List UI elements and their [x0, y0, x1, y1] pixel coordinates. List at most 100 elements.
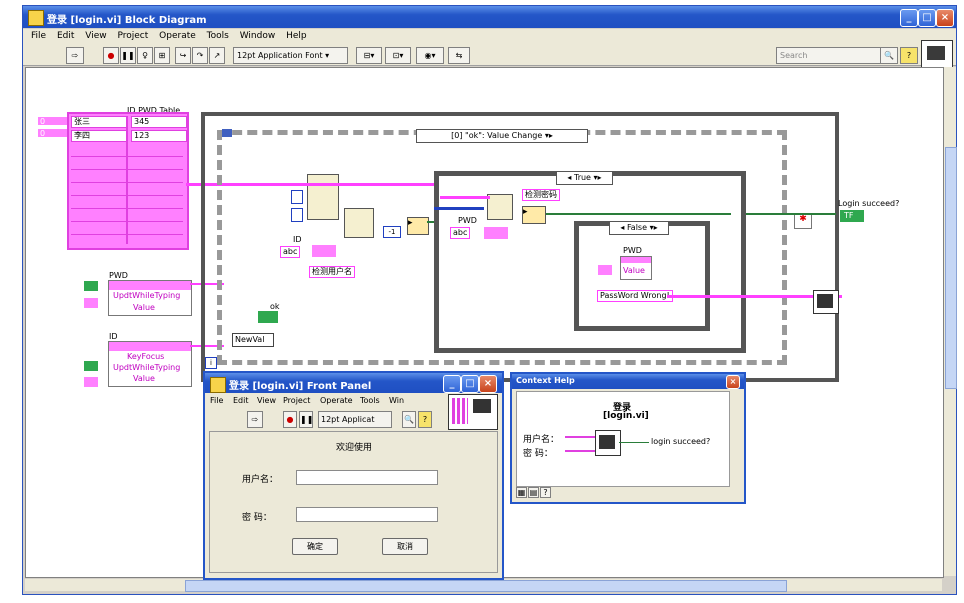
menu-view[interactable]: View: [85, 31, 107, 41]
fp-maximize-button[interactable]: □: [461, 375, 479, 393]
pwd-control-label: PWD: [109, 271, 128, 280]
stop-icon[interactable]: ✱: [794, 213, 812, 229]
fp-menu-bar: File Edit View Project Operate Tools Win: [205, 394, 445, 408]
vi-icon[interactable]: [921, 40, 953, 68]
abort-icon[interactable]: ●: [103, 47, 119, 64]
context-help-titlebar[interactable]: Context Help ×: [512, 374, 744, 389]
fp-menu-edit[interactable]: Edit: [233, 396, 249, 405]
ok-terminal[interactable]: [258, 311, 278, 323]
table-cell-id[interactable]: 李四: [71, 130, 127, 142]
minimize-button[interactable]: _: [900, 9, 918, 27]
menu-window[interactable]: Window: [239, 31, 276, 41]
login-succeed-terminal[interactable]: TF: [840, 210, 864, 222]
fp-menu-tools[interactable]: Tools: [360, 396, 380, 405]
menu-help[interactable]: Help: [286, 31, 307, 41]
false-case-selector[interactable]: ◂ False ▾▸: [609, 221, 669, 235]
fp-menu-view[interactable]: View: [257, 396, 276, 405]
search-array-node[interactable]: [344, 208, 374, 238]
id-local-variable[interactable]: abc: [280, 246, 301, 258]
fp-search-icon[interactable]: 🔍: [402, 411, 416, 428]
vertical-scroll-thumb[interactable]: [945, 147, 957, 389]
dialog-icon[interactable]: [813, 290, 839, 314]
index-constant-1[interactable]: [291, 208, 303, 222]
menu-file[interactable]: File: [31, 31, 47, 41]
ok-button[interactable]: 确定: [292, 538, 338, 555]
equal-compare-node[interactable]: ▸: [522, 206, 546, 224]
fp-run-arrow-icon[interactable]: ⇨: [247, 411, 263, 428]
fp-font-select[interactable]: 12pt Applicat: [318, 411, 392, 428]
horizontal-scroll-thumb[interactable]: [185, 580, 787, 592]
index-array-node-2[interactable]: [487, 194, 513, 220]
password-wrong-string[interactable]: PassWord Wrong!: [597, 290, 673, 302]
newval-node[interactable]: NewVal: [232, 333, 274, 347]
search-icon[interactable]: 🔍: [880, 47, 898, 64]
menu-project[interactable]: Project: [117, 31, 149, 41]
fp-abort-icon[interactable]: ●: [283, 411, 297, 428]
run-arrow-icon[interactable]: ⇨: [66, 47, 84, 64]
highlight-execution-icon[interactable]: ♀: [137, 47, 153, 64]
pwd-string-constant[interactable]: [598, 265, 612, 275]
vertical-scrollbar[interactable]: [944, 67, 957, 576]
fp-pause-icon[interactable]: ❚❚: [299, 411, 313, 428]
retain-wire-values-icon[interactable]: ⊞: [154, 47, 170, 64]
id-property-node[interactable]: KeyFocus UpdtWhileTyping Value: [108, 341, 192, 387]
menu-edit[interactable]: Edit: [56, 31, 75, 41]
reorder-icon[interactable]: ◉▾: [416, 47, 444, 64]
help-question-icon[interactable]: ?: [540, 487, 551, 498]
maximize-button[interactable]: □: [918, 9, 936, 27]
step-out-icon[interactable]: ↗: [209, 47, 225, 64]
table-cell-id[interactable]: 张三: [71, 116, 127, 128]
pwd-value-node[interactable]: [484, 227, 508, 239]
font-select[interactable]: 12pt Application Font ▾: [233, 47, 348, 64]
fp-minimize-button[interactable]: _: [443, 375, 461, 393]
help-output-label: login succeed?: [651, 437, 711, 446]
password-field[interactable]: [296, 507, 438, 522]
index-constant-0[interactable]: [291, 190, 303, 204]
context-help-close-button[interactable]: ×: [726, 375, 740, 389]
align-objects-icon[interactable]: ⊟▾: [356, 47, 382, 64]
window-titlebar[interactable]: 登录 [login.vi] Block Diagram _ □ ×: [23, 6, 956, 28]
id-value-node[interactable]: [312, 245, 336, 257]
help-icon[interactable]: ?: [900, 47, 918, 64]
fp-help-icon[interactable]: ?: [418, 411, 432, 428]
step-into-icon[interactable]: ↪: [175, 47, 191, 64]
fp-close-button[interactable]: ×: [479, 375, 497, 393]
id-pwd-table[interactable]: 张三 345 李四 123: [67, 112, 189, 250]
menu-operate[interactable]: Operate: [159, 31, 196, 41]
fp-menu-project[interactable]: Project: [283, 396, 311, 405]
pwd-property-node[interactable]: UpdtWhileTyping Value: [108, 280, 192, 316]
fp-menu-window[interactable]: Win: [389, 396, 405, 405]
detailed-help-icon[interactable]: ▦: [516, 487, 527, 498]
pwd-value-property[interactable]: Value: [620, 256, 652, 280]
username-field[interactable]: [296, 470, 438, 485]
context-help-scrollbar[interactable]: [730, 391, 740, 485]
close-button[interactable]: ×: [936, 9, 954, 27]
compare-node[interactable]: ▸: [407, 217, 429, 235]
horizontal-scrollbar[interactable]: [25, 579, 942, 592]
index-array-node[interactable]: [307, 174, 339, 220]
pwd-local-variable[interactable]: abc: [450, 227, 471, 239]
menu-tools[interactable]: Tools: [206, 31, 229, 41]
distribute-objects-icon[interactable]: ⊡▾: [385, 47, 411, 64]
front-panel-titlebar[interactable]: 登录 [login.vi] Front Panel _ □ ×: [205, 373, 502, 393]
true-case-selector[interactable]: ◂ True ▾▸: [556, 171, 613, 185]
cleanup-diagram-icon[interactable]: ⇆: [448, 47, 470, 64]
row-index-1[interactable]: 0: [38, 117, 68, 126]
search-input[interactable]: Search: [776, 47, 881, 64]
id-string-icon[interactable]: [84, 377, 98, 387]
step-over-icon[interactable]: ↷: [192, 47, 208, 64]
pwd-string-icon[interactable]: [84, 298, 98, 308]
fp-menu-operate[interactable]: Operate: [320, 396, 353, 405]
row-index-2[interactable]: 0: [38, 129, 68, 138]
pwd-property-icon[interactable]: [84, 281, 98, 291]
table-cell-pwd[interactable]: 123: [131, 130, 187, 142]
pause-icon[interactable]: ❚❚: [120, 47, 136, 64]
cancel-button[interactable]: 取消: [382, 538, 428, 555]
minus-one-constant[interactable]: -1: [383, 226, 401, 238]
event-case-selector[interactable]: [0] "ok": Value Change ▾▸: [416, 129, 588, 143]
fp-connector-pane-icon[interactable]: [448, 394, 498, 430]
table-cell-pwd[interactable]: 345: [131, 116, 187, 128]
fp-menu-file[interactable]: File: [210, 396, 224, 405]
id-property-icon[interactable]: [84, 361, 98, 371]
lock-help-icon[interactable]: ▤: [528, 487, 539, 498]
